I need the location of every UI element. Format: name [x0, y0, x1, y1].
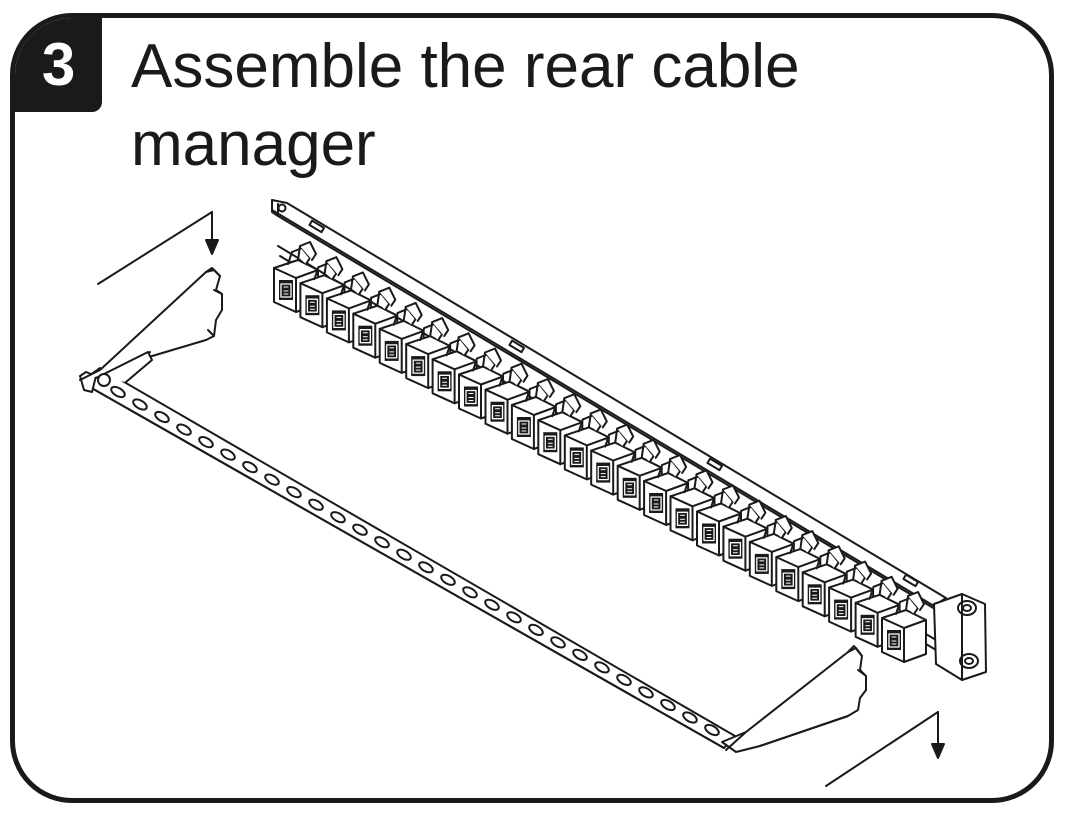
bar-hole: [176, 423, 192, 436]
step-number-badge: 3: [15, 18, 102, 112]
keystone-jack: [563, 408, 610, 481]
bar-hole: [572, 648, 588, 662]
manager-bar-holes: [110, 385, 720, 737]
keystone-jack-row: [273, 241, 927, 663]
bar-hole: [462, 586, 478, 599]
bar-hole: [682, 711, 698, 724]
bar-hole: [110, 385, 126, 399]
bar-hole: [704, 723, 720, 737]
left-insert-arrow: [97, 211, 219, 285]
bar-hole: [308, 498, 324, 511]
bar-hole: [264, 473, 280, 486]
keystone-jack: [722, 499, 769, 572]
bar-hole: [440, 573, 456, 586]
bar-hole: [616, 673, 632, 687]
bar-hole: [352, 523, 368, 536]
keystone-jack: [801, 545, 848, 618]
step-card: 3 Assemble the rear cable manager: [10, 13, 1054, 803]
bar-hole: [396, 548, 412, 561]
step-title: Assemble the rear cable manager: [131, 32, 800, 179]
patch-panel: [271, 199, 987, 681]
bar-hole: [154, 410, 170, 424]
bar-hole: [418, 561, 434, 574]
bar-hole: [484, 598, 500, 611]
bar-hole: [374, 536, 390, 549]
bar-hole: [638, 686, 654, 699]
bar-hole: [550, 636, 566, 649]
bar-hole: [660, 698, 676, 712]
bar-hole: [286, 485, 302, 499]
bar-hole: [506, 611, 522, 624]
bar-hole: [330, 511, 346, 524]
keystone-jack: [881, 591, 927, 663]
bar-hole: [242, 460, 258, 474]
bar-hole: [220, 448, 236, 461]
bar-hole: [594, 661, 610, 674]
bar-hole: [198, 435, 214, 449]
right-insert-arrow: [825, 711, 945, 787]
rear-cable-manager: [79, 267, 867, 753]
bar-hole: [132, 398, 148, 411]
bar-hole: [528, 623, 544, 637]
